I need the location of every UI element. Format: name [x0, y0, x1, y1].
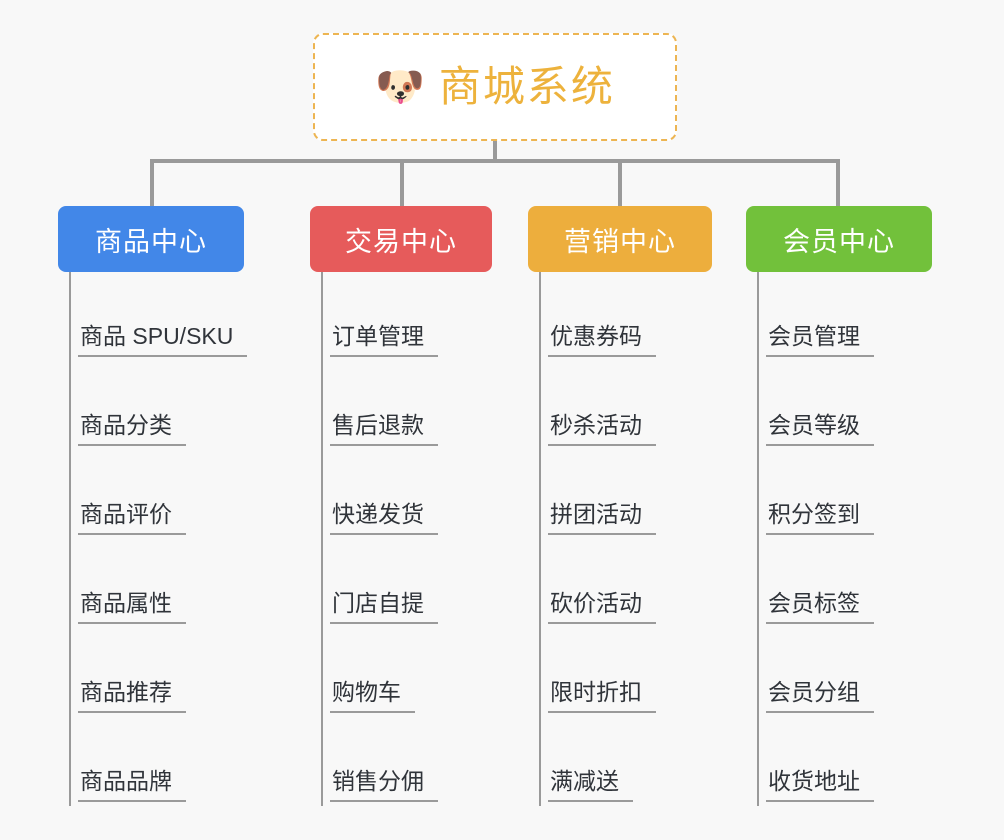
leaf-label: 售后退款: [330, 412, 438, 446]
leaf-spine-4: [757, 272, 759, 806]
leaf-spine-3: [539, 272, 541, 806]
leaf-spine-2: [321, 272, 323, 806]
leaf-label: 商品品牌: [78, 768, 186, 802]
leaf-label: 限时折扣: [548, 679, 656, 713]
leaf-item[interactable]: 秒杀活动: [540, 361, 743, 450]
leaf-label: 订单管理: [330, 323, 438, 357]
leaf-spine-1: [69, 272, 71, 806]
leaf-item[interactable]: 积分签到: [758, 450, 961, 539]
leaf-label: 商品 SPU/SKU: [78, 323, 248, 357]
category-header-1-label: 商品中心: [95, 226, 207, 257]
leaf-item[interactable]: 砍价活动: [540, 539, 743, 628]
leaf-item[interactable]: 商品分类: [70, 361, 288, 450]
leaf-list-2: 订单管理 售后退款 快递发货 门店自提 购物车 销售分佣: [310, 272, 525, 806]
leaf-list-1: 商品 SPU/SKU 商品分类 商品评价 商品属性 商品推荐 商品品牌: [58, 272, 288, 806]
leaf-item[interactable]: 限时折扣: [540, 628, 743, 717]
leaf-label: 收货地址: [766, 768, 874, 802]
leaf-list-3: 优惠券码 秒杀活动 拼团活动 砍价活动 限时折扣 满减送: [528, 272, 743, 806]
leaf-item[interactable]: 会员分组: [758, 628, 961, 717]
leaf-item[interactable]: 商品 SPU/SKU: [70, 272, 288, 361]
leaf-label: 购物车: [330, 679, 415, 713]
connector-drop-2: [400, 159, 404, 206]
leaf-label: 优惠券码: [548, 323, 656, 357]
leaf-item[interactable]: 满减送: [540, 717, 743, 806]
category-column-营销中心: 营销中心 优惠券码 秒杀活动 拼团活动 砍价活动 限时折扣 满减送: [528, 206, 743, 806]
leaf-label: 会员分组: [766, 679, 874, 713]
shiba-dog-face-icon: 🐶: [375, 65, 425, 109]
leaf-label: 会员管理: [766, 323, 874, 357]
category-column-会员中心: 会员中心 会员管理 会员等级 积分签到 会员标签 会员分组 收货地址: [746, 206, 961, 806]
leaf-label: 商品评价: [78, 501, 186, 535]
category-header-3-label: 营销中心: [564, 226, 676, 257]
leaf-label: 会员标签: [766, 590, 874, 624]
leaf-label: 商品属性: [78, 590, 186, 624]
leaf-label: 门店自提: [330, 590, 438, 624]
leaf-item[interactable]: 快递发货: [322, 450, 525, 539]
root-node[interactable]: 🐶 商城系统: [313, 33, 677, 141]
leaf-item[interactable]: 优惠券码: [540, 272, 743, 361]
leaf-label: 砍价活动: [548, 590, 656, 624]
leaf-label: 商品推荐: [78, 679, 186, 713]
category-header-4-label: 会员中心: [783, 226, 895, 257]
leaf-label: 销售分佣: [330, 768, 438, 802]
leaf-item[interactable]: 商品评价: [70, 450, 288, 539]
category-header-2-label: 交易中心: [345, 226, 457, 257]
connector-drop-1: [150, 159, 154, 206]
leaf-item[interactable]: 会员等级: [758, 361, 961, 450]
leaf-label: 满减送: [548, 768, 633, 802]
category-header-2[interactable]: 交易中心: [310, 206, 492, 272]
leaf-label: 快递发货: [330, 501, 438, 535]
leaf-item[interactable]: 拼团活动: [540, 450, 743, 539]
leaf-item[interactable]: 会员标签: [758, 539, 961, 628]
leaf-item[interactable]: 订单管理: [322, 272, 525, 361]
connector-drop-4: [836, 159, 840, 206]
leaf-item[interactable]: 门店自提: [322, 539, 525, 628]
leaf-item[interactable]: 会员管理: [758, 272, 961, 361]
leaf-item[interactable]: 商品推荐: [70, 628, 288, 717]
leaf-item[interactable]: 售后退款: [322, 361, 525, 450]
leaf-label: 商品分类: [78, 412, 186, 446]
connector-root-stem: [493, 141, 497, 162]
leaf-item[interactable]: 商品品牌: [70, 717, 288, 806]
leaf-item[interactable]: 销售分佣: [322, 717, 525, 806]
leaf-item[interactable]: 收货地址: [758, 717, 961, 806]
connector-horizontal-bus: [150, 159, 840, 163]
leaf-label: 秒杀活动: [548, 412, 656, 446]
leaf-list-4: 会员管理 会员等级 积分签到 会员标签 会员分组 收货地址: [746, 272, 961, 806]
category-header-3[interactable]: 营销中心: [528, 206, 712, 272]
category-header-4[interactable]: 会员中心: [746, 206, 932, 272]
connector-drop-3: [618, 159, 622, 206]
leaf-label: 积分签到: [766, 501, 874, 535]
leaf-label: 拼团活动: [548, 501, 656, 535]
leaf-item[interactable]: 商品属性: [70, 539, 288, 628]
category-column-商品中心: 商品中心 商品 SPU/SKU 商品分类 商品评价 商品属性 商品推荐 商品品牌: [58, 206, 288, 806]
leaf-item[interactable]: 购物车: [322, 628, 525, 717]
category-header-1[interactable]: 商品中心: [58, 206, 244, 272]
category-column-交易中心: 交易中心 订单管理 售后退款 快递发货 门店自提 购物车 销售分佣: [310, 206, 525, 806]
root-node-title: 商城系统: [438, 63, 615, 110]
leaf-label: 会员等级: [766, 412, 874, 446]
